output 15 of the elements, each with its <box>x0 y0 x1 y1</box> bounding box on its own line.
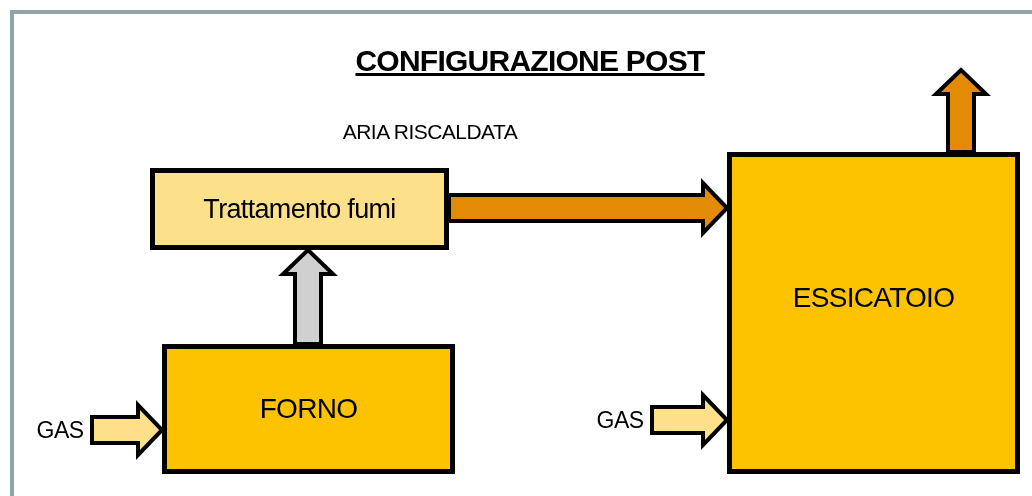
block-arrow <box>90 400 165 460</box>
input-label: GAS <box>596 405 644 435</box>
process-box <box>727 152 1020 474</box>
box-label: ESSICATOIO <box>792 281 955 315</box>
block-arrow <box>278 247 338 346</box>
process-box <box>162 344 455 474</box>
process-box <box>150 168 449 250</box>
flow-label: ARIA RISCALDATA <box>342 120 518 143</box>
block-arrow <box>447 178 730 238</box>
box-label: Trattamento fumi <box>203 192 396 226</box>
box-label: FORNO <box>259 392 358 426</box>
block-arrow <box>650 390 730 450</box>
title: CONFIGURAZIONE POST <box>355 44 705 77</box>
block-arrow <box>931 67 991 154</box>
input-label: GAS <box>36 415 84 445</box>
